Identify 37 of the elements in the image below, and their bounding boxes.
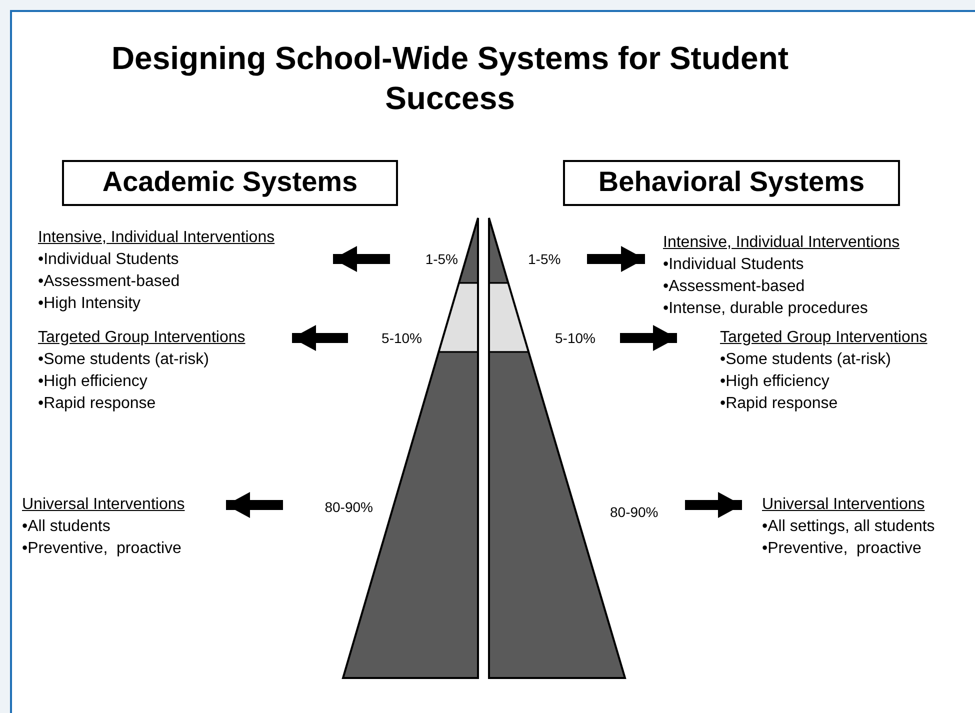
tier-heading: Targeted Group Interventions	[720, 328, 928, 348]
tier-heading: Targeted Group Interventions	[38, 328, 246, 348]
bullet-item: •High efficiency	[38, 372, 148, 392]
bullet-item: •Rapid response	[720, 394, 838, 414]
bullet-item: •High efficiency	[720, 372, 830, 392]
bullet-item: •Individual Students	[38, 250, 179, 270]
bullet-item: •Some students (at-risk)	[38, 350, 209, 370]
bullet-item: •High Intensity	[38, 294, 141, 314]
bullet-item: •Rapid response	[38, 394, 156, 414]
arrow	[587, 246, 645, 272]
tier-heading: Intensive, Individual Interventions	[38, 228, 275, 248]
percentage-label: 1-5%	[528, 250, 587, 268]
tier-heading: Intensive, Individual Interventions	[663, 233, 900, 253]
section-header: Academic Systems	[62, 160, 398, 206]
percentage-label: 80-90%	[283, 498, 373, 516]
bullet-item: •Preventive, proactive	[22, 539, 182, 559]
percentage-label: 5-10%	[555, 329, 620, 347]
bullet-item: •Preventive, proactive	[762, 539, 922, 559]
percentage-label: 1-5%	[390, 250, 458, 268]
bullet-item: •Assessment-based	[38, 272, 180, 292]
arrow	[620, 325, 677, 351]
percentage-label: 5-10%	[348, 329, 422, 347]
tier-heading: Universal Interventions	[22, 495, 185, 515]
arrow	[226, 492, 283, 518]
bullet-item: •Assessment-based	[663, 277, 805, 297]
section-header: Behavioral Systems	[563, 160, 900, 206]
bullet-item: •Individual Students	[663, 255, 804, 275]
bullet-item: •All students	[22, 517, 110, 537]
bullet-item: •Some students (at-risk)	[720, 350, 891, 370]
bullet-item: •Intense, durable procedures	[663, 299, 868, 319]
percentage-label: 80-90%	[610, 503, 685, 521]
arrow	[685, 492, 742, 518]
bullet-item: •All settings, all students	[762, 517, 935, 537]
diagram-title: Designing School-Wide Systems for Student Success	[110, 39, 790, 118]
arrow	[292, 325, 348, 351]
arrow	[333, 246, 390, 272]
tier-heading: Universal Interventions	[762, 495, 925, 515]
